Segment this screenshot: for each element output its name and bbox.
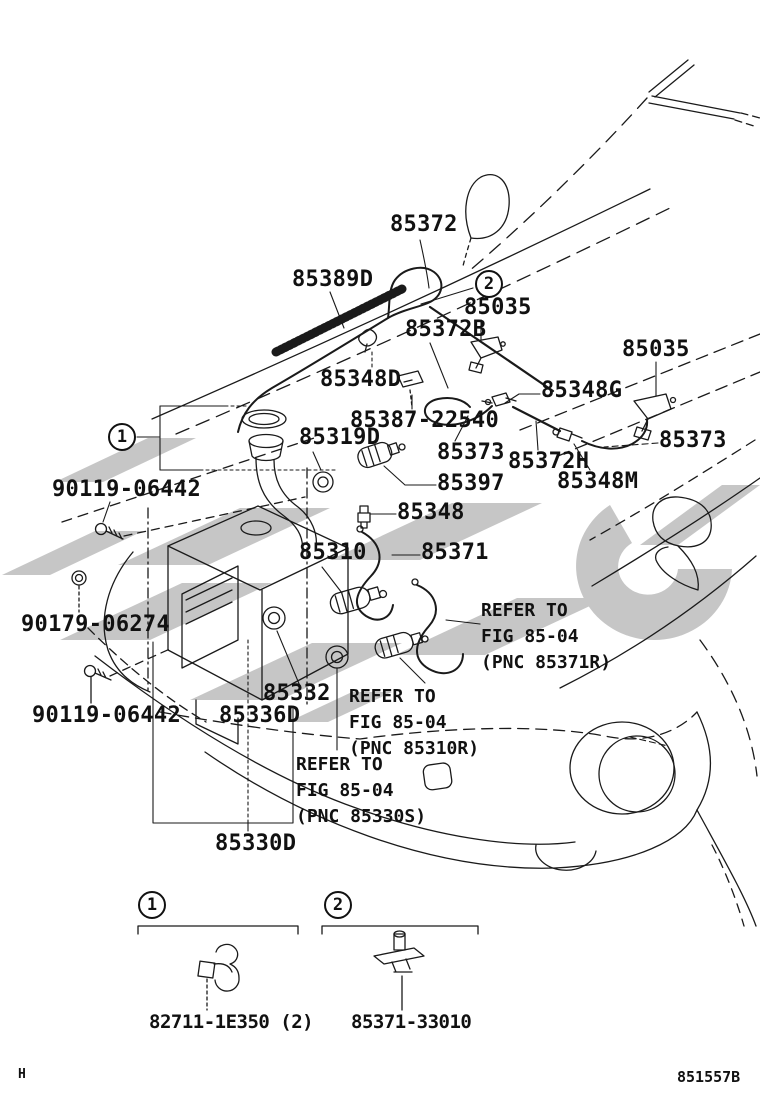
part-label-90119-06442-bottom: 90119-06442 [32,703,181,728]
part-label-85372b: 85372B [405,317,487,342]
drawing-code: 851557B [677,1068,741,1086]
legend-part-82711-1e350: 82711-1E350 (2) [149,1011,314,1033]
washer-nozzles [468,336,677,441]
hose-coil-protector [271,284,407,357]
page-marker: H [18,1067,26,1082]
part-label-90119-06442-top: 90119-06442 [52,477,201,502]
door-mirror-outline [559,439,760,689]
clip-82711-art [214,943,240,992]
bolts-and-nut [71,496,306,704]
fog-lamp-lens [598,735,676,813]
part-label-85348g: 85348G [541,378,623,403]
legend-brackets-and-clips [137,925,479,1011]
part-label-85372: 85372 [390,212,458,237]
callout-2-marker: 2 [475,270,503,298]
part-label-85371: 85371 [421,540,489,565]
fog-lamp-bezel [569,721,675,815]
part-label-85387-22540: 85387-22540 [350,408,499,433]
leader-lines [102,239,669,832]
part-label-85035-right: 85035 [622,337,690,362]
legend-part-85371-33010: 85371-33010 [351,1011,472,1033]
part-label-85397: 85397 [437,471,505,496]
callout-1-marker: 1 [108,423,136,451]
part-label-85372h: 85372H [508,449,590,474]
note-refer-fig-85310r: REFER TO FIG 85-04 (PNC 85310R) [349,686,480,759]
part-label-85330d: 85330D [215,831,297,856]
part-label-85336d: 85336D [219,703,301,728]
part-label-85373-center: 85373 [437,440,505,465]
part-label-85389d: 85389D [292,267,374,292]
note-refer-fig-85330s: REFER TO FIG 85-04 (PNC 85330S) [296,754,427,827]
washer-reservoir-tank [147,409,349,745]
part-label-85373-right: 85373 [659,428,727,453]
legend-callout-1: 1 [138,891,166,919]
car-cowl-and-pillar-outline [61,59,760,523]
part-label-85348d: 85348D [320,367,402,392]
clip-85371-art [373,947,425,965]
part-label-85348m: 85348M [557,469,639,494]
part-label-85332: 85332 [263,681,331,706]
part-label-85310: 85310 [299,540,367,565]
legend-callout-2: 2 [324,891,352,919]
part-label-90179-06274: 90179-06274 [21,612,170,637]
note-refer-fig-85371r: REFER TO FIG 85-04 (PNC 85371R) [481,600,612,673]
front-bumper-outline [87,551,758,927]
part-label-85319d: 85319D [299,425,381,450]
part-label-85348: 85348 [397,500,465,525]
part-label-85035-left: 85035 [464,295,532,320]
